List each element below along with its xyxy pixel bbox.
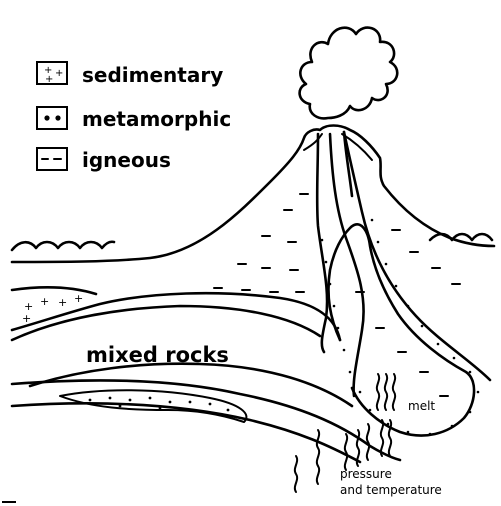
melt-label: melt [408,399,435,413]
legend-label-igneous: igneous [82,148,171,172]
ocean-surface-right [430,234,492,240]
svg-text:+: + [58,296,67,309]
legend-label-metamorphic: metamorphic [82,107,231,131]
magma-conduit-left [317,134,327,352]
pressure-label: pressure [340,467,392,481]
pressure-squiggles [295,424,369,492]
legend-igneous-swatch [37,148,67,170]
sediment-layer [12,287,96,294]
svg-text:+: + [55,68,63,79]
mixed-rocks-label: mixed rocks [86,343,229,367]
ocean-surface [12,242,114,250]
magma-conduit-center [330,134,364,396]
legend-metamorphic-swatch [37,107,67,129]
svg-text:+: + [74,292,83,305]
legend-label-sedimentary: sedimentary [82,63,223,87]
eruption-cloud [300,28,398,119]
svg-text:+: + [40,295,49,308]
metamorphic-aureole-dots [321,219,480,436]
legend-sedimentary-swatch: + + + [37,62,67,85]
legend: + + + sedimentary metamorphic igneous [37,62,231,172]
volcano-outline [12,126,494,263]
temperature-label: and temperature [340,483,442,497]
svg-text:+: + [45,74,53,85]
melt-squiggles [377,374,395,456]
mixed-rocks-band-top [12,306,320,340]
subducting-plate-top [12,380,400,460]
magma-conduit-right-outer [344,132,490,380]
svg-text:+: + [22,312,31,325]
